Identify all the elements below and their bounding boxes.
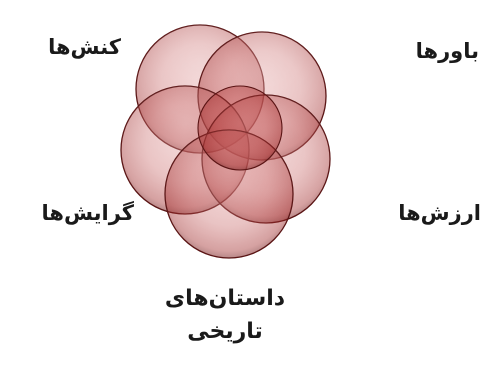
- label-attitudes: گرایش‌ها: [42, 200, 135, 226]
- label-beliefs: باورها: [416, 38, 479, 64]
- label-actions: کنش‌ها: [48, 34, 121, 60]
- label-values: ارزش‌ها: [398, 200, 481, 226]
- label-historical-stories: داستان‌های تاریخی: [160, 282, 290, 348]
- circle-center: [198, 86, 282, 170]
- label-historical-stories-line2: تاریخی: [160, 315, 290, 348]
- label-historical-stories-line1: داستان‌های: [160, 282, 290, 315]
